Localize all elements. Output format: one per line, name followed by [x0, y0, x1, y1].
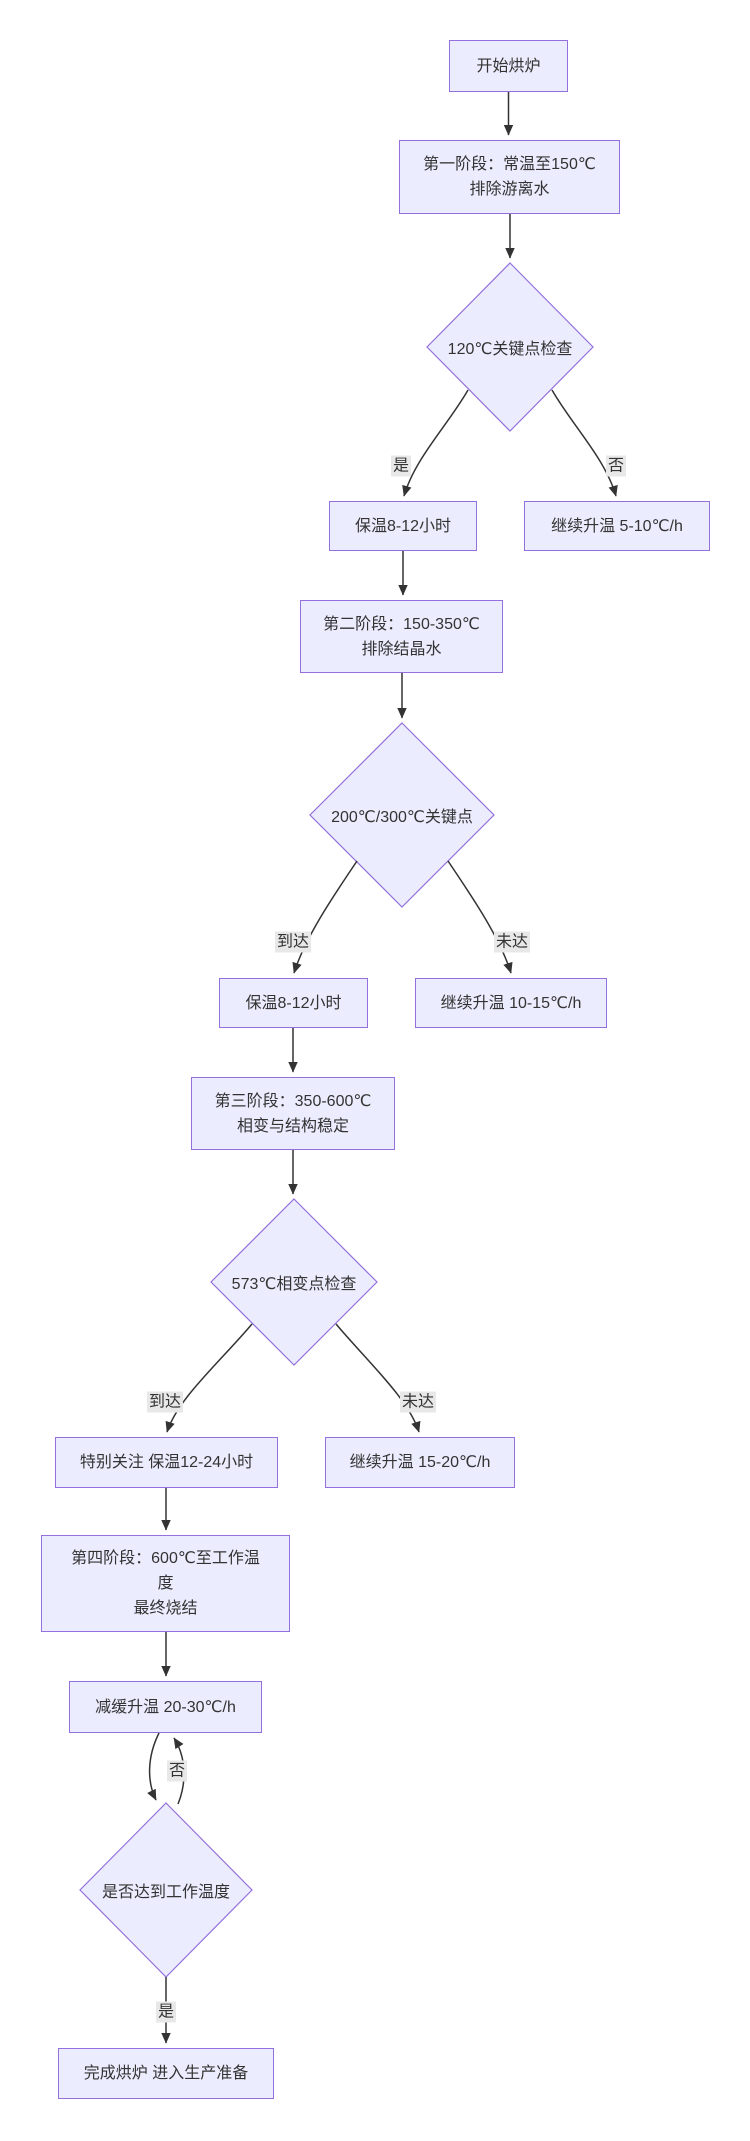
node-stage3: 第三阶段：350-600℃ 相变与结构稳定: [191, 1077, 395, 1150]
edge-label-yes4: 是: [155, 2001, 177, 2023]
node-hold1-label: 保温8-12小时: [354, 517, 452, 535]
edge-check573-reach-special: [165, 1323, 253, 1433]
node-stage2-line1: 第二阶段：150-350℃: [323, 615, 480, 633]
edge-check200300-reach-hold2: [292, 860, 358, 974]
node-check573-shape: [210, 1198, 378, 1366]
node-start: 开始烘炉: [449, 40, 568, 92]
node-cont3: 继续升温 15-20℃/h: [325, 1437, 515, 1488]
node-done-label: 完成烘炉 进入生产准备: [83, 2065, 249, 2082]
edge-label-notreach3: 未达: [399, 1391, 437, 1413]
node-stage4-line1: 第四阶段：600℃至工作温: [71, 1550, 260, 1567]
edge-label-yes1: 是: [390, 455, 412, 477]
node-stage4: 第四阶段：600℃至工作温 度 最终烧结: [41, 1535, 290, 1632]
node-cont2: 继续升温 10-15℃/h: [415, 978, 607, 1028]
node-cont2-label: 继续升温 10-15℃/h: [440, 994, 582, 1012]
node-stage2: 第二阶段：150-350℃ 排除结晶水: [300, 600, 503, 673]
node-stage2-line2: 排除结晶水: [361, 640, 442, 658]
node-stage3-line2: 相变与结构稳定: [236, 1117, 349, 1135]
node-stage1: 第一阶段：常温至150℃ 排除游离水: [399, 140, 620, 214]
edge-check120-yes-hold1: [402, 389, 469, 497]
node-slow: 减缓升温 20-30℃/h: [69, 1681, 262, 1733]
node-stage3-line1: 第三阶段：350-600℃: [214, 1092, 372, 1110]
node-hold1: 保温8-12小时: [329, 501, 477, 551]
node-start-label: 开始烘炉: [476, 57, 541, 75]
node-done: 完成烘炉 进入生产准备: [58, 2048, 274, 2099]
edge-check200300-notreach-cont2: [447, 860, 513, 974]
edge-label-notreach2: 未达: [493, 931, 531, 953]
node-check200300-label: 200℃/300℃关键点: [331, 809, 473, 826]
node-stage4-line3: 最终烧结: [133, 1600, 198, 1617]
node-check573-label: 573℃相变点检查: [231, 1276, 357, 1293]
edge-slow-checkwork: [147, 1732, 160, 1801]
node-stage1-line1: 第一阶段：常温至150℃: [423, 156, 596, 173]
node-check120-shape: [426, 262, 594, 432]
edge-check120-no-cont1: [551, 389, 618, 497]
node-cont1-label: 继续升温 5-10℃/h: [551, 517, 683, 535]
node-stage1-line2: 排除游离水: [469, 181, 550, 198]
node-hold2: 保温8-12小时: [219, 978, 368, 1028]
edge-check573-notreach-cont3: [335, 1323, 421, 1433]
node-hold2-label: 保温8-12小时: [245, 994, 342, 1012]
node-checkwork-label: 是否达到工作温度: [101, 1884, 231, 1901]
node-slow-label: 减缓升温 20-30℃/h: [95, 1698, 236, 1716]
node-cont1: 继续升温 5-10℃/h: [524, 501, 710, 551]
node-stage4-line2: 度: [157, 1575, 174, 1592]
edge-label-no1: 否: [605, 455, 627, 477]
edge-label-reach3: 到达: [146, 1391, 184, 1413]
node-special-label: 特别关注 保温12-24小时: [79, 1454, 254, 1471]
node-special: 特别关注 保温12-24小时: [55, 1437, 278, 1488]
node-cont3-label: 继续升温 15-20℃/h: [349, 1454, 491, 1471]
edge-label-reach2: 到达: [274, 931, 312, 953]
node-check120-label: 120℃关键点检查: [447, 341, 573, 358]
edge-label-no4: 否: [166, 1760, 188, 1782]
